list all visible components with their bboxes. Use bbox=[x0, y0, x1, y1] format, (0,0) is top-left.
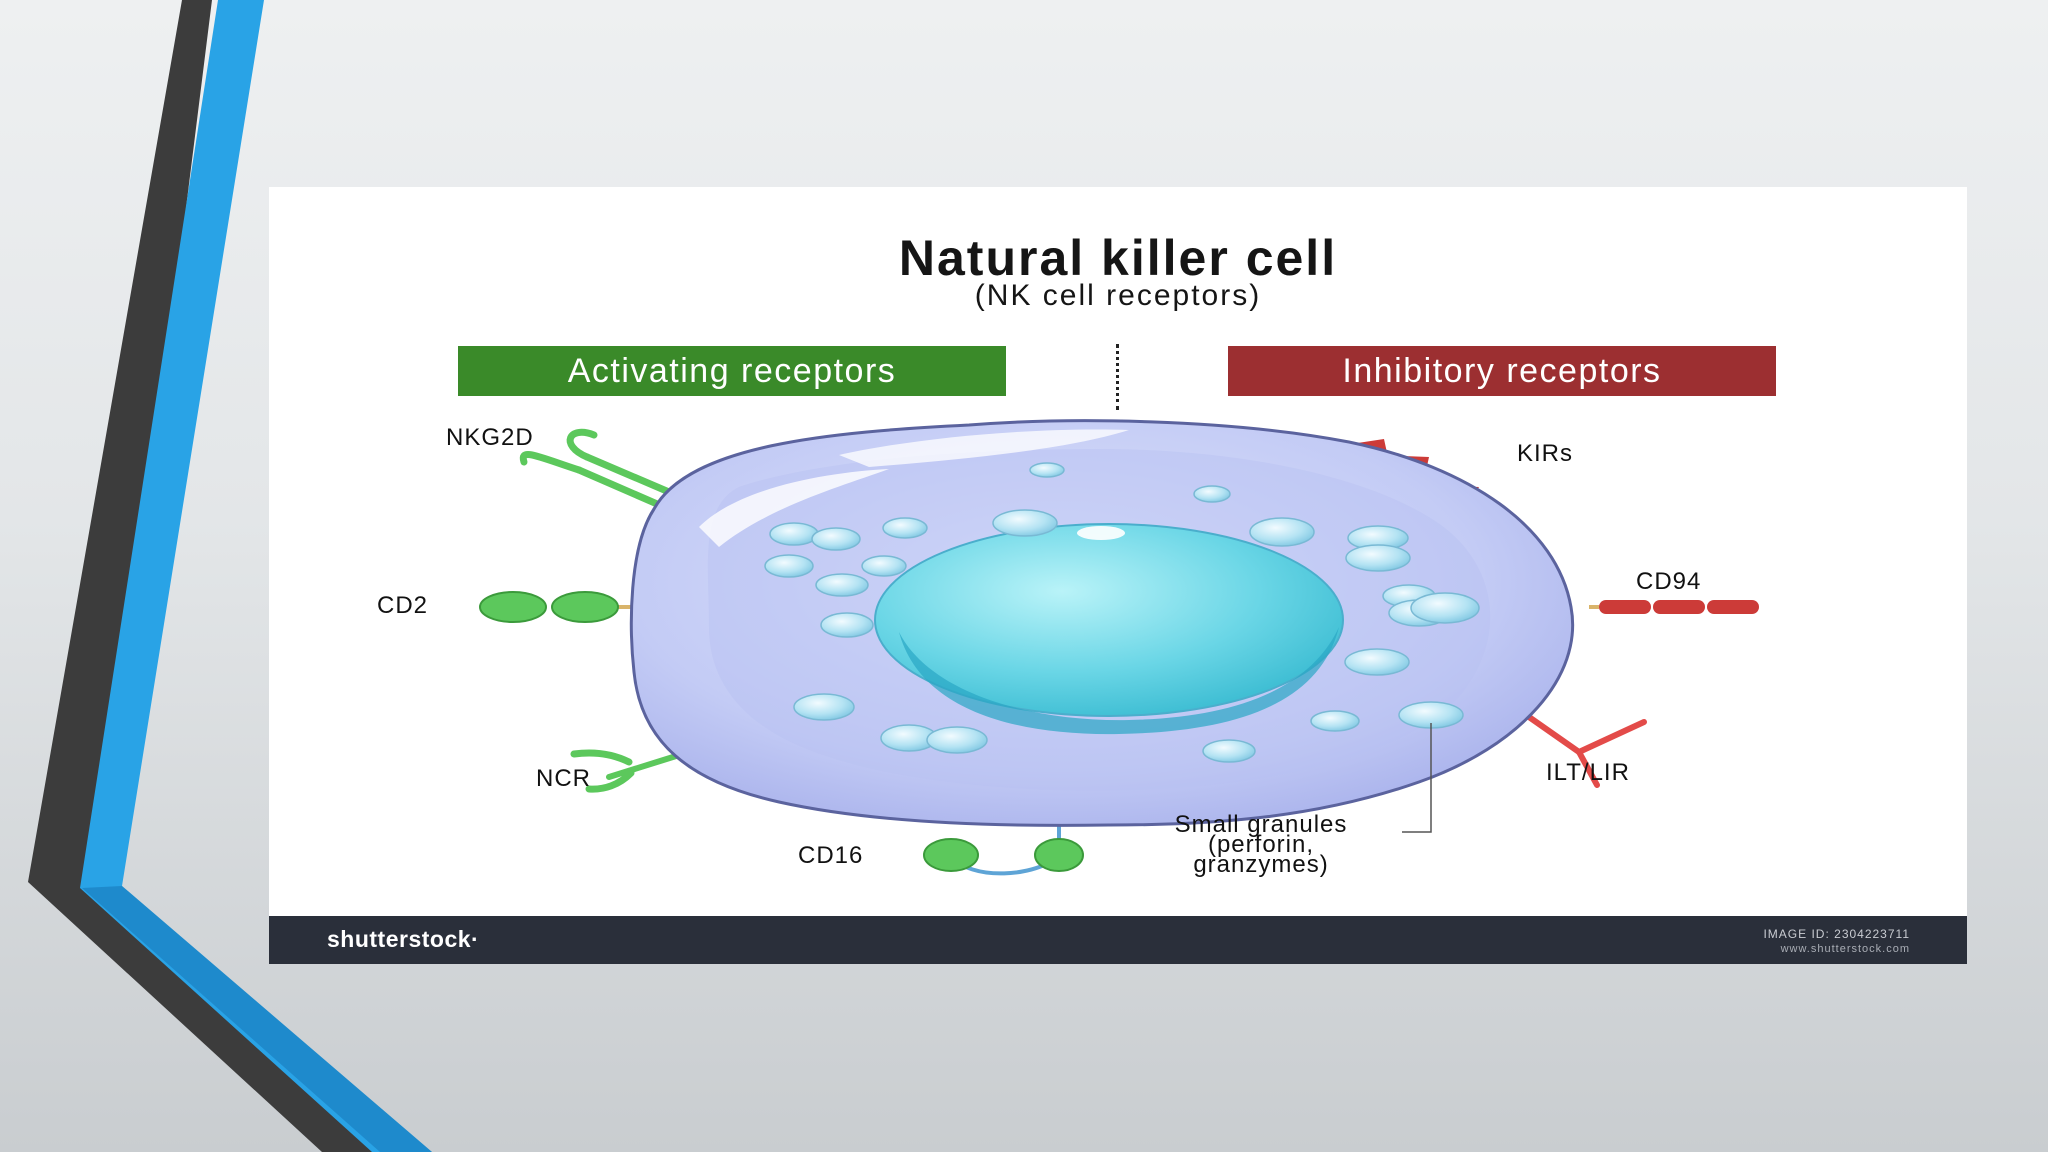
kirs-label: KIRs bbox=[1517, 440, 1574, 467]
activating-receptors-banner: Activating receptors bbox=[458, 346, 1006, 396]
center-divider bbox=[1116, 344, 1119, 410]
blue-stripe bbox=[80, 0, 432, 1152]
dark-stripe bbox=[28, 0, 430, 1152]
image-id-text: IMAGE ID: 2304223711 bbox=[1763, 927, 1910, 941]
small-granules bbox=[764, 462, 1480, 763]
blue-stripe-shade bbox=[82, 886, 432, 1152]
site-url-text: www.shutterstock.com bbox=[1780, 943, 1910, 955]
nucleus-rim bbox=[899, 627, 1339, 735]
ilt-lir-receptor bbox=[1526, 714, 1647, 788]
diagram-title: Natural killer cell bbox=[898, 230, 1338, 286]
cd16-receptor bbox=[923, 807, 1084, 876]
nucleus-highlight bbox=[1077, 526, 1125, 540]
cd2-label: CD2 bbox=[377, 592, 429, 619]
inhibitory-receptors-banner: Inhibitory receptors bbox=[1228, 346, 1776, 396]
nkg2d-label: NKG2D bbox=[446, 424, 534, 451]
granule-label-line2: (perforin, bbox=[1207, 831, 1315, 858]
granule-label-line3: granzymes) bbox=[1193, 851, 1329, 878]
nk-cell-diagram: Natural killer cell (NK cell receptors) … bbox=[269, 187, 1967, 964]
nucleus bbox=[874, 523, 1344, 717]
ilt-lir-label: ILT/LIR bbox=[1546, 759, 1630, 786]
granule-label-line1: Small granules bbox=[1174, 811, 1348, 838]
diagram-subtitle: (NK cell receptors) bbox=[974, 279, 1262, 312]
small-granules-label: Small granules (perforin, granzymes) bbox=[1136, 811, 1386, 878]
cd16-label: CD16 bbox=[798, 842, 864, 869]
ncr-label: NCR bbox=[536, 765, 591, 792]
cd2-receptor bbox=[479, 591, 651, 623]
ncr-receptor bbox=[570, 749, 692, 793]
watermark-footer: shutterstock· IMAGE ID: 2304223711 www.s… bbox=[269, 916, 1967, 964]
shutterstock-logo: shutterstock· bbox=[327, 926, 480, 952]
nkg2d-receptor bbox=[519, 428, 673, 511]
cell-highlight bbox=[699, 469, 889, 547]
cd94-receptor bbox=[1589, 600, 1759, 614]
cell-highlight-top bbox=[839, 429, 1129, 467]
cd94-label: CD94 bbox=[1636, 568, 1702, 595]
cell-illustration bbox=[479, 419, 1759, 876]
granule-callout-line bbox=[1402, 723, 1432, 833]
